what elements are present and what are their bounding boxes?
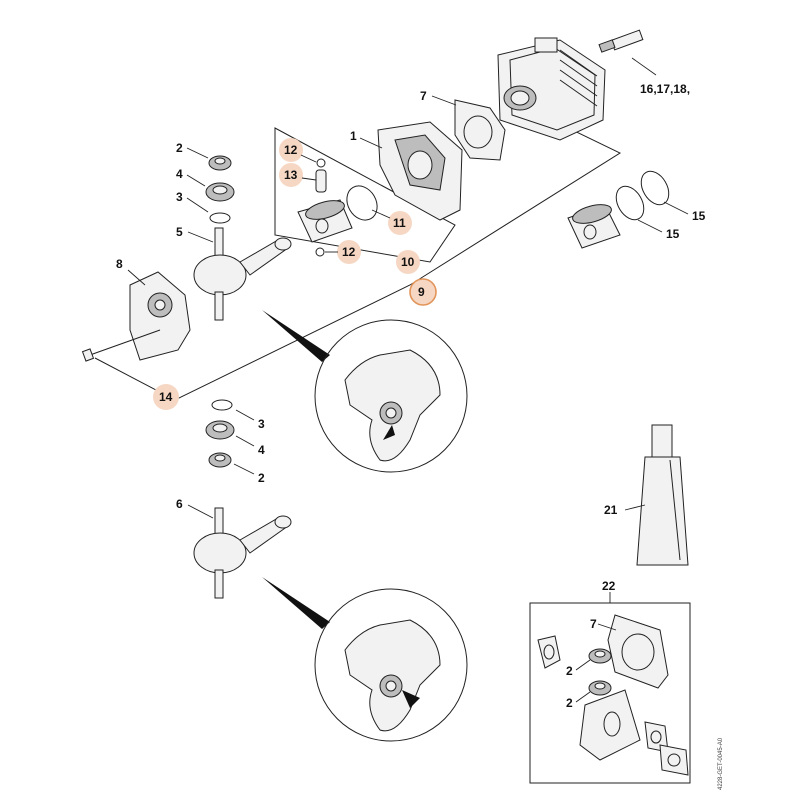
document-id: 4228-GET-0045-A0 [718, 737, 724, 790]
label-washer-top: 3 [176, 190, 183, 204]
leader-4a [186, 174, 206, 187]
leader-2c [575, 659, 591, 671]
label-set-seal-a: 2 [566, 664, 573, 678]
callout-9 [409, 278, 437, 306]
leader-21 [624, 504, 646, 511]
label-bearing-top: 4 [176, 167, 183, 181]
leader-2d [575, 691, 591, 703]
washer-top [209, 212, 231, 224]
circlip-lower [315, 247, 325, 257]
label-circlip-a: 12 [284, 143, 298, 157]
callout-12b [325, 240, 361, 264]
bearing-bottom [205, 420, 235, 440]
set-small-gasket-left [537, 635, 561, 669]
spark-plug [598, 29, 644, 53]
label-piston: 10 [401, 255, 415, 269]
label-cylinder-housing: 1 [350, 129, 357, 143]
callout-12a [279, 138, 317, 163]
set-plate-gasket [579, 689, 641, 761]
leader-3b [235, 409, 255, 421]
piston-ring-15b [615, 185, 645, 221]
set-small-gasket-b [659, 744, 689, 776]
detail-circle-bottom [262, 577, 468, 742]
leader-2a [186, 147, 209, 159]
label-gasket-set: 22 [602, 579, 616, 593]
bearing-top [205, 182, 235, 202]
leader-4b [235, 435, 255, 447]
leader-1 [359, 137, 383, 149]
leader-6 [187, 504, 214, 519]
label-crankcase-half: 8 [116, 257, 123, 271]
callout-10 [396, 250, 420, 274]
seal-top [208, 155, 232, 171]
seal-bottom [208, 452, 232, 468]
callout-14 [153, 384, 179, 410]
detail-circle-top [262, 310, 468, 473]
leader-5 [187, 231, 214, 243]
label-washer-bottom: 3 [258, 417, 265, 431]
leader-spark [631, 57, 657, 76]
leader-8 [127, 269, 146, 286]
leader-7b [597, 623, 617, 631]
circlip-upper [316, 158, 326, 168]
set-seal-b [588, 680, 612, 696]
grease-tube [636, 424, 689, 566]
screw [81, 329, 161, 362]
set-small-gasket-a [644, 721, 669, 753]
label-tube: 21 [604, 503, 618, 517]
label-piston-kit: 9 [418, 285, 425, 299]
label-crankcase-set: 14 [159, 390, 173, 404]
label-bearing-bottom: 4 [258, 443, 265, 457]
label-seal-top: 2 [176, 141, 183, 155]
label-spark-plug-refs: 16,17,18, [640, 82, 690, 96]
label-pin: 13 [284, 168, 298, 182]
piston-ring-15a [640, 170, 670, 206]
washer-bottom [211, 399, 233, 411]
set-seal-a [588, 648, 612, 664]
label-piston-ring-a: 15 [692, 209, 706, 223]
crankcase-set-frame [94, 94, 622, 401]
leader-15a [663, 201, 689, 215]
label-ring: 11 [393, 216, 406, 230]
crankshaft-top [193, 227, 292, 321]
leader-15b [637, 219, 663, 233]
label-seal-bottom: 2 [258, 471, 265, 485]
set-gasket-large [607, 614, 669, 689]
leader-3a [186, 197, 209, 213]
piston-pin [315, 169, 327, 193]
leader-2b [233, 463, 255, 475]
leader-7 [431, 95, 457, 106]
label-set-seal-b: 2 [566, 696, 573, 710]
cylinder-housing [377, 121, 463, 221]
label-piston-ring-b: 15 [666, 227, 680, 241]
cylinder-gasket [454, 99, 506, 161]
piston [297, 199, 353, 243]
label-circlip-b: 12 [342, 245, 356, 259]
cylinder [497, 37, 606, 141]
crankshaft-bottom [193, 507, 292, 599]
callout-13 [279, 163, 317, 187]
label-gasket-main: 7 [420, 89, 427, 103]
label-crankshaft-top: 5 [176, 225, 183, 239]
piston-ring-11 [346, 185, 378, 221]
callout-11 [371, 209, 412, 235]
crankcase-half [129, 271, 191, 361]
label-crankshaft-bottom: 6 [176, 497, 183, 511]
label-set-gasket: 7 [590, 617, 597, 631]
piston-right [567, 204, 621, 249]
